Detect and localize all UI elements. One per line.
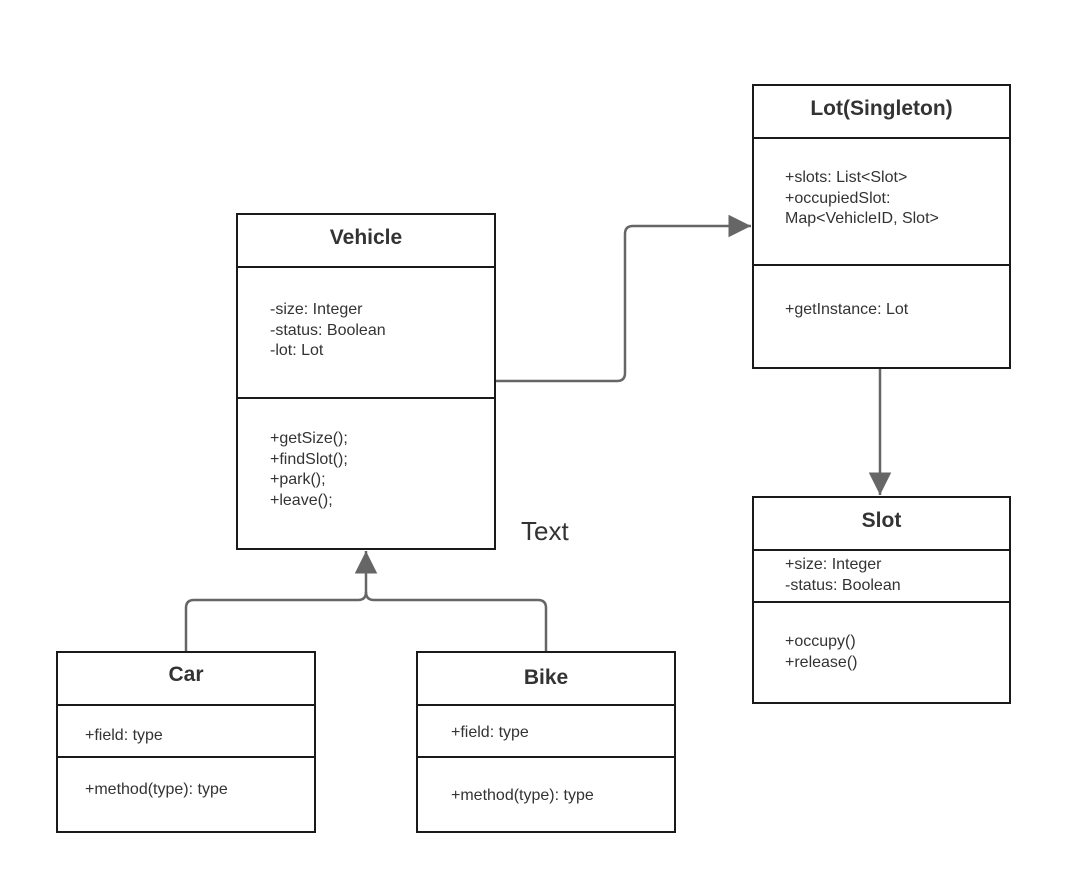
class-slot[interactable]: Slot +size: Integer -status: Boolean +oc… (752, 496, 1011, 704)
method: +method(type): type (85, 781, 228, 798)
class-lot[interactable]: Lot(Singleton) +slots: List<Slot> +occup… (752, 84, 1011, 369)
attribute: +size: Integer (785, 556, 882, 573)
methods-section: +method(type): type (418, 756, 674, 831)
attributes-section: +field: type (58, 704, 314, 756)
attributes-section: +field: type (418, 704, 674, 756)
attribute: -size: Integer (270, 301, 363, 318)
method: +getInstance: Lot (785, 301, 909, 318)
connector-bike-to-vehicle[interactable] (364, 591, 548, 651)
method: +method(type): type (451, 787, 594, 804)
attribute: -status: Boolean (785, 576, 901, 594)
attribute: +field: type (451, 724, 529, 741)
methods-section: +occupy() +release() (754, 601, 1009, 702)
method: +park(); (270, 471, 326, 488)
attribute: Map<VehicleID, Slot> (785, 210, 939, 227)
method: +leave(); (270, 491, 333, 509)
class-name: Vehicle (329, 226, 403, 249)
attributes-section: +size: Integer -status: Boolean (754, 549, 1009, 601)
methods-section: +method(type): type (58, 756, 314, 831)
methods-section: +getSize(); +findSlot(); +park(); +leave… (238, 397, 494, 548)
method: +findSlot(); (270, 450, 348, 468)
attribute: +slots: List<Slot> (785, 169, 908, 186)
method: +release() (785, 653, 858, 671)
attribute: +field: type (85, 727, 163, 744)
attributes-section: +slots: List<Slot> +occupiedSlot: Map<Ve… (754, 137, 1009, 264)
methods-section: +getInstance: Lot (754, 264, 1009, 367)
connector-vehicle-to-lot[interactable] (496, 214, 751, 383)
attribute: -status: Boolean (270, 321, 386, 339)
class-bike[interactable]: Bike +field: type +method(type): type (416, 651, 676, 833)
attribute: -lot: Lot (270, 342, 324, 359)
connector-car-to-vehicle[interactable] (184, 551, 378, 651)
method: +getSize(); (270, 430, 348, 447)
class-car[interactable]: Car +field: type +method(type): type (56, 651, 316, 833)
class-name: Slot (861, 509, 902, 532)
class-name: Lot(Singleton) (810, 97, 953, 120)
method: +occupy() (785, 633, 856, 650)
attribute: +occupiedSlot: (785, 189, 891, 207)
attributes-section: -size: Integer -status: Boolean -lot: Lo… (238, 266, 494, 397)
class-name: Car (168, 663, 204, 686)
class-vehicle[interactable]: Vehicle -size: Integer -status: Boolean … (236, 213, 496, 550)
class-name: Bike (523, 666, 569, 689)
free-text-label[interactable]: Text (521, 516, 569, 546)
